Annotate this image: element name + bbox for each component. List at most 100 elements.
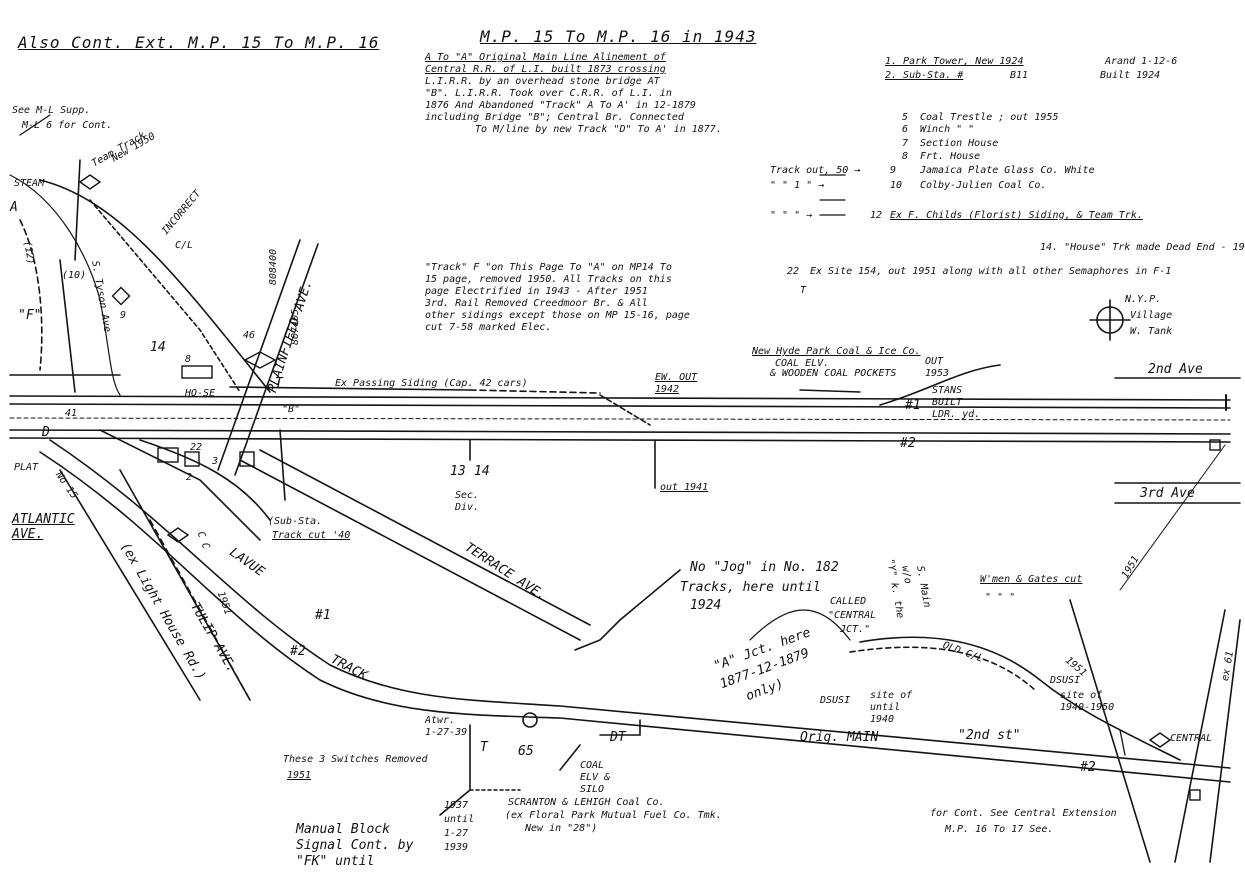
coal-silo-label: COAL: [580, 760, 605, 771]
number-41-label: 41: [65, 408, 78, 419]
number-65-label: 65: [518, 744, 534, 759]
removed-switches-note: These 3 Switches Removed: [283, 754, 428, 765]
track-f-note-line: other sidings except those on MP 15-16, …: [425, 310, 690, 321]
legend-item-text: Ex F. Childs (Florist) Siding, & Team Tr…: [890, 210, 1143, 221]
see-ml-note: See M-L Supp.: [12, 105, 91, 116]
main-page-title: M.P. 15 To M.P. 16 in 1943: [480, 27, 757, 46]
see-ml-note: M-L 6 for Cont.: [22, 120, 113, 131]
legend-item-text: Winch " ": [920, 124, 975, 135]
legend-item-number: 12: [870, 210, 883, 221]
legend-item-prefix: Track out, 50 →: [770, 165, 861, 176]
legend-item-prefix: " " 1 " →: [770, 180, 825, 191]
until-note: 1939: [444, 842, 469, 853]
t-switch-label-1: T: [480, 740, 488, 755]
legend-item-number: 10: [890, 180, 903, 191]
house-track-note: 14. "House" Trk made Dead End - 19: [1040, 242, 1245, 253]
central-label: CENTRAL: [1170, 733, 1213, 744]
legend-park-tower: 1. Park Tower, New 1924: [885, 56, 1024, 67]
legend-item-number: 7: [902, 138, 909, 149]
coal-elv-label: COAL ELV.: [775, 358, 830, 369]
main-track-1: [9, 395, 1231, 401]
legend-sub-sta: 2. Sub-Sta. #: [885, 70, 964, 81]
ew-out-label: EW. OUT 1942: [655, 372, 698, 395]
old-cl-curve: [859, 636, 1181, 761]
legend-item-number: 9: [890, 165, 897, 176]
no-jog-note: Tracks, here until: [680, 580, 821, 595]
box-2-label: 2: [186, 472, 193, 483]
d-mark-label: D: [42, 425, 50, 440]
legend-item-number: 8: [902, 151, 909, 162]
site-1940-1950-label: site of 1940-1950: [1060, 690, 1115, 713]
site-until-1940-label: site of until 1940: [870, 690, 913, 725]
second-st-label: "2nd st": [958, 728, 1021, 743]
manual-block-note: "FK" until: [296, 854, 375, 869]
third-ave-label: 3rd Ave: [1140, 486, 1195, 501]
track-f-note-line: "Track" F "on This Page To "A" on MP14 T…: [425, 262, 672, 273]
continuation-note: for Cont. See Central Extension: [930, 808, 1117, 819]
wooden-pockets-label: & WOODEN COAL POCKETS: [770, 368, 897, 379]
legend-sub-sta-number: B11: [1010, 70, 1029, 81]
called-central-note: JCT.": [840, 624, 871, 635]
second-ave-label: 2nd Ave: [1148, 362, 1203, 377]
terrace-ave-line: [239, 449, 591, 641]
legend-park-tower-note: Arand 1-12-6: [1105, 56, 1178, 67]
b-mark-label: "B": [282, 404, 301, 415]
manual-block-note: Manual Block: [296, 822, 390, 837]
legend-item-text: Jamaica Plate Glass Co. White: [920, 165, 1095, 176]
milepost-807405: 807405: [290, 308, 301, 345]
track-f-note-line: page Electrified in 1943 - After 1951: [425, 286, 648, 297]
alignment-note-line: Central R.R. of L.I. built 1873 crossing: [425, 64, 666, 75]
called-central-note: CALLED: [830, 596, 867, 607]
section-13-label: 13: [450, 464, 466, 479]
alignment-note-line: 1876 And Abandoned "Track" A To A' in 12…: [425, 100, 696, 111]
until-note: 1937: [444, 800, 469, 811]
legend-item-text: Colby-Julien Coal Co.: [920, 180, 1047, 191]
scranton-coal-note: New in "28"): [525, 823, 598, 834]
dt-switch-label: DT: [610, 730, 626, 745]
a-prime-label: A: [10, 200, 18, 215]
coal-silo-label: SILO: [580, 784, 605, 795]
watchmen-gates-note: W'men & Gates cut: [980, 574, 1083, 585]
track-2-lower-label: #2: [1080, 760, 1096, 775]
until-note: until: [444, 814, 475, 825]
track-2-curve-label: #2: [290, 644, 306, 659]
track-f-note: "Track" F "on This Page To "A" on MP14 T…: [425, 262, 690, 334]
sub-sta-cut-label: Track cut '40: [272, 530, 351, 541]
plainfield-ave-line: [217, 239, 301, 471]
left-page-title: Also Cont. Ext. M.P. 15 To M.P. 16: [18, 33, 380, 52]
legend-item-text: Section House: [920, 138, 999, 149]
plat-label: PLAT: [14, 462, 39, 473]
hose-label: HO-SE: [185, 388, 216, 399]
number-14-label: 14: [150, 340, 166, 355]
milepost-808400: 808400: [268, 248, 279, 285]
no-jog-note: No "Jog" in No. 182: [690, 560, 839, 575]
box-22-label: 22: [190, 442, 203, 453]
section-14-label: 14: [474, 464, 490, 479]
manual-block-note: Signal Cont. by: [296, 838, 414, 853]
semaphore-note: Ex Site 154, out 1951 along with all oth…: [810, 266, 1172, 277]
alignment-note-line: L.I.R.R. by an overhead stone bridge AT: [425, 76, 660, 87]
legend-item-number: 6: [902, 124, 909, 135]
alignment-note-line: A To "A" Original Main Line Alinement of: [425, 52, 666, 63]
legend-item-number: 5: [902, 112, 909, 123]
dsusi-site-2-label: DSUSI: [1050, 675, 1081, 686]
village-label: Village: [1130, 310, 1173, 321]
sub-sta-cut-label: (Sub-Sta.: [268, 516, 323, 527]
legend-item-text: Coal Trestle ; out 1955: [920, 112, 1059, 123]
out-1953-label: OUT 1953: [925, 356, 950, 379]
f-label: "F": [18, 308, 42, 323]
no-jog-note: 1924: [690, 598, 722, 613]
main-track-2b: [9, 437, 1231, 443]
cl-label: C/L: [175, 240, 194, 251]
track-1-label: #1: [905, 398, 921, 413]
atwr-label: Atwr. 1-27-39: [425, 715, 468, 738]
stans-label: STANS BUILT LDR. yd.: [932, 385, 981, 420]
alignment-note: A To "A" Original Main Line Alinement of…: [425, 52, 722, 136]
track-1-curve-label: #1: [315, 608, 331, 623]
number-9-label: 9: [120, 310, 127, 321]
atlantic-ave-label: ATLANTIC AVE.: [12, 512, 75, 542]
scranton-coal-note: SCRANTON & LEHIGH Coal Co.: [508, 797, 665, 808]
main-track-1b: [9, 403, 1231, 409]
track-f-note-line: 15 page, removed 1950. All Tracks on thi…: [425, 274, 672, 285]
